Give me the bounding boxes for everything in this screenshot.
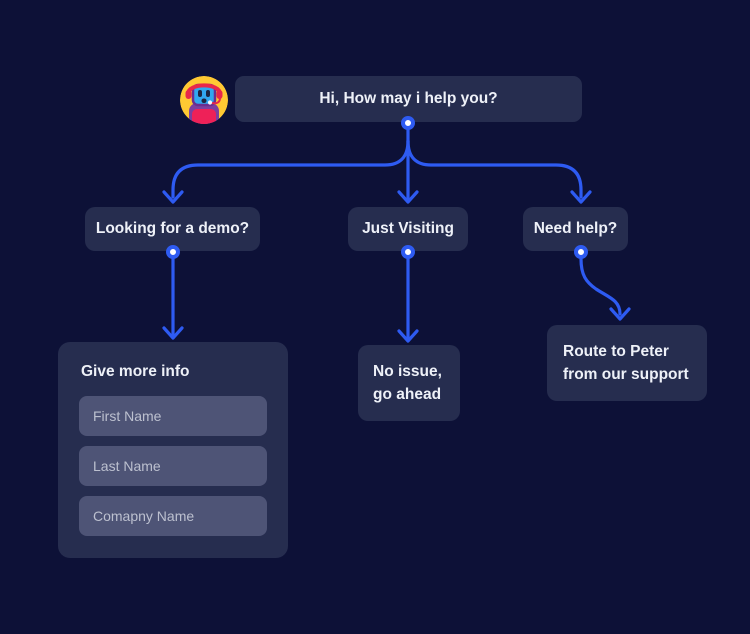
connector-root-to-visiting	[397, 128, 419, 204]
company-name-input[interactable]	[79, 496, 267, 536]
connector-demo-to-form	[162, 257, 184, 340]
connector-port-just-visiting[interactable]	[401, 245, 415, 259]
branch-node-just-visiting[interactable]: Just Visiting	[348, 207, 468, 251]
branch-node-need-help[interactable]: Need help?	[523, 207, 628, 251]
connector-root-to-demo	[162, 139, 410, 204]
form-card-title: Give more info	[81, 363, 190, 380]
outcome-node-no-issue[interactable]: No issue, go ahead	[358, 345, 460, 421]
branch-node-demo[interactable]: Looking for a demo?	[85, 207, 260, 251]
connector-help-to-route	[579, 257, 631, 321]
branch-label: Looking for a demo?	[95, 220, 250, 237]
outcome-text-line: Route to Peter	[563, 343, 669, 360]
connector-port-root[interactable]	[401, 116, 415, 130]
connector-port-demo[interactable]	[166, 245, 180, 259]
outcome-text-line: from our support	[563, 366, 689, 383]
connector-visiting-to-no-issue	[397, 257, 419, 343]
branch-label: Need help?	[533, 220, 618, 237]
outcome-text-line: go ahead	[373, 386, 442, 403]
form-card[interactable]: Give more info	[58, 342, 288, 558]
root-message-text: Hi, How may i help you?	[319, 90, 498, 107]
bot-avatar-icon	[180, 76, 228, 124]
connector-port-need-help[interactable]	[574, 245, 588, 259]
last-name-input[interactable]	[79, 446, 267, 486]
outcome-node-route-peter[interactable]: Route to Peter from our support	[547, 325, 707, 401]
outcome-text-line: No issue,	[373, 363, 442, 380]
branch-label: Just Visiting	[362, 220, 454, 237]
connector-root-to-help	[406, 139, 592, 204]
first-name-input[interactable]	[79, 396, 267, 436]
root-message-node[interactable]: Hi, How may i help you?	[235, 76, 582, 122]
